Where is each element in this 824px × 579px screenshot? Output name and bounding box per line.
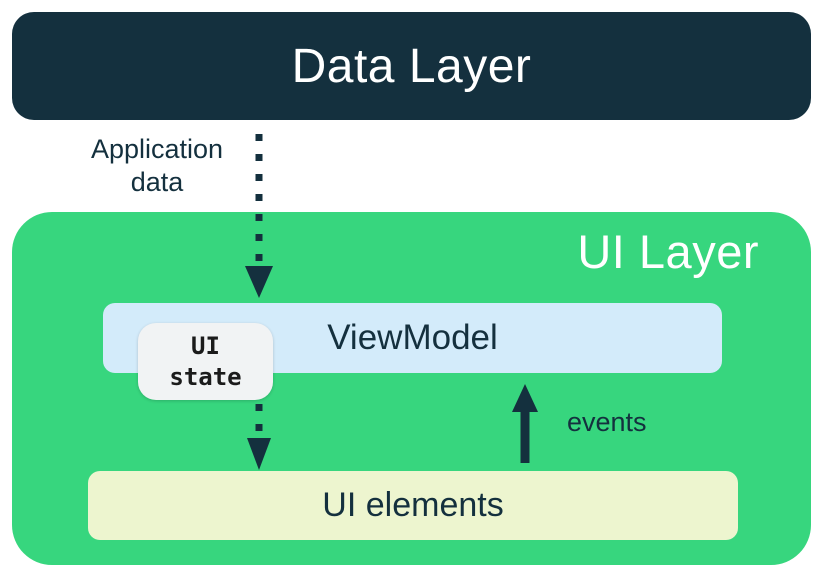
application-data-label-line1: Application	[90, 134, 224, 164]
ui-layer-box: UI Layer ViewModel UI state events UI el…	[12, 212, 811, 565]
events-label: events	[567, 407, 647, 437]
viewmodel-label: ViewModel	[327, 318, 498, 357]
application-data-label: Application data	[62, 133, 252, 199]
ui-elements-box: UI elements	[88, 471, 738, 540]
data-layer-label: Data Layer	[291, 39, 532, 93]
ui-layer-label: UI Layer	[577, 225, 759, 278]
ui-state-label-line2: state	[169, 362, 242, 391]
ui-elements-label: UI elements	[322, 486, 504, 524]
ui-state-label-line1: UI	[191, 331, 220, 360]
ui-state-chip: UI state	[138, 323, 273, 400]
application-data-label-line2: data	[130, 167, 184, 197]
data-layer-box: Data Layer	[12, 12, 811, 120]
